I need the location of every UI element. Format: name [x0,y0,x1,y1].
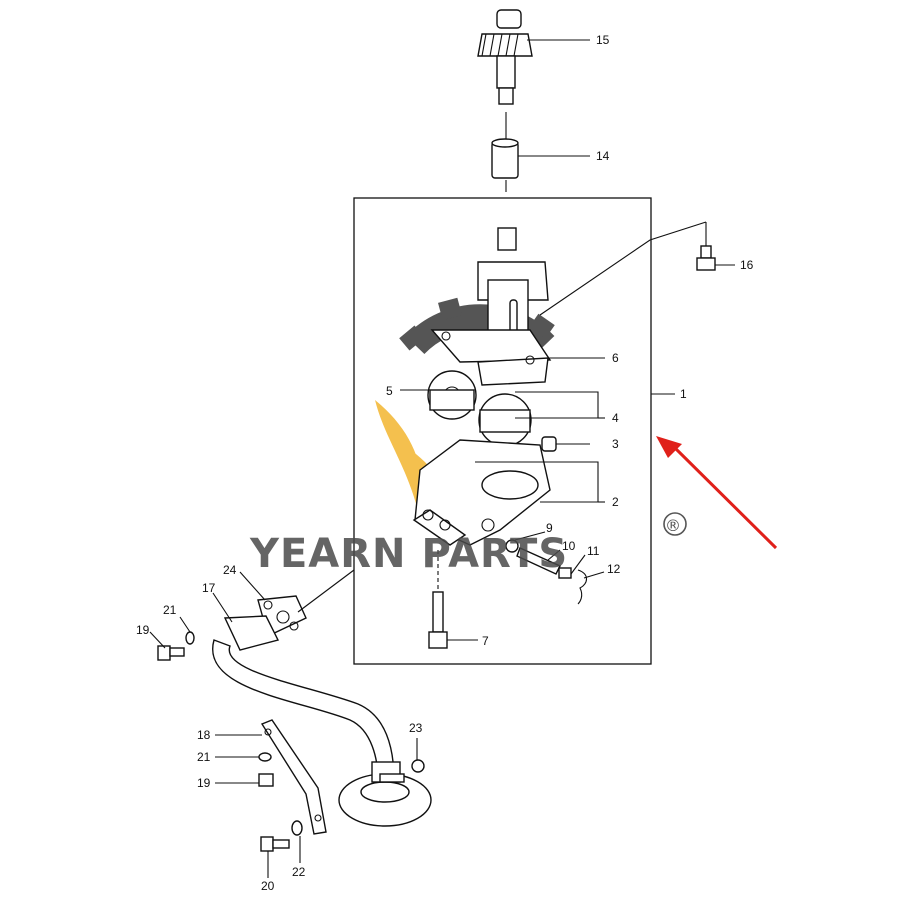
callout-label: 19 [197,776,211,790]
callout-label: 6 [612,351,619,365]
callout-label: 16 [740,258,754,272]
callout-labels: 15 14 16 6 5 4 3 1 2 9 10 11 12 7 24 17 … [136,33,754,893]
part-14-sleeve [491,112,519,192]
callout-label: 20 [261,879,275,893]
watermark-brand-text: YEARN PARTS [249,531,568,577]
part-4-driven-rotor [478,393,532,447]
hardware-bolts-washers [157,631,425,852]
strainer [338,761,432,827]
callout-label: 15 [596,33,610,47]
callout-label: 4 [612,411,619,425]
part-6-cover-plate [430,329,552,386]
callout-label: 19 [136,623,150,637]
callout-label: 9 [546,521,553,535]
watermark-text-group: YEARN PARTS ® [249,512,687,577]
part-18-bracket [260,719,327,835]
registered-mark: ® [665,516,681,535]
callout-label: 2 [612,495,619,509]
callout-label: 3 [612,437,619,451]
part-17-pickup-tube [211,615,395,781]
leader-lines [149,39,735,878]
callout-label: 12 [607,562,621,576]
part-2-pump-body [412,439,551,546]
callout-label: 14 [596,149,610,163]
part-7-bolt [428,550,448,649]
callout-label: 24 [223,563,237,577]
callout-label: 7 [482,634,489,648]
callout-label: 17 [202,581,216,595]
registered-circle [663,512,687,536]
relief-valve-parts [505,539,588,605]
callout-label: 21 [163,603,177,617]
callout-label: 11 [587,544,600,558]
callout-label: 18 [197,728,211,742]
callout-label: 21 [197,750,211,764]
part-16-bolt [696,245,716,271]
callout-label: 5 [386,384,393,398]
part-15-drive-gear [477,9,533,105]
pump-assembly-box [353,197,652,665]
callout-label: 1 [680,387,687,401]
callout-label: 10 [562,539,576,553]
part-3-plug [541,436,557,452]
red-arrow-icon [656,436,778,550]
callout-label: 22 [292,865,306,879]
callout-label: 23 [409,721,423,735]
part-5-drive-rotor [427,370,477,420]
